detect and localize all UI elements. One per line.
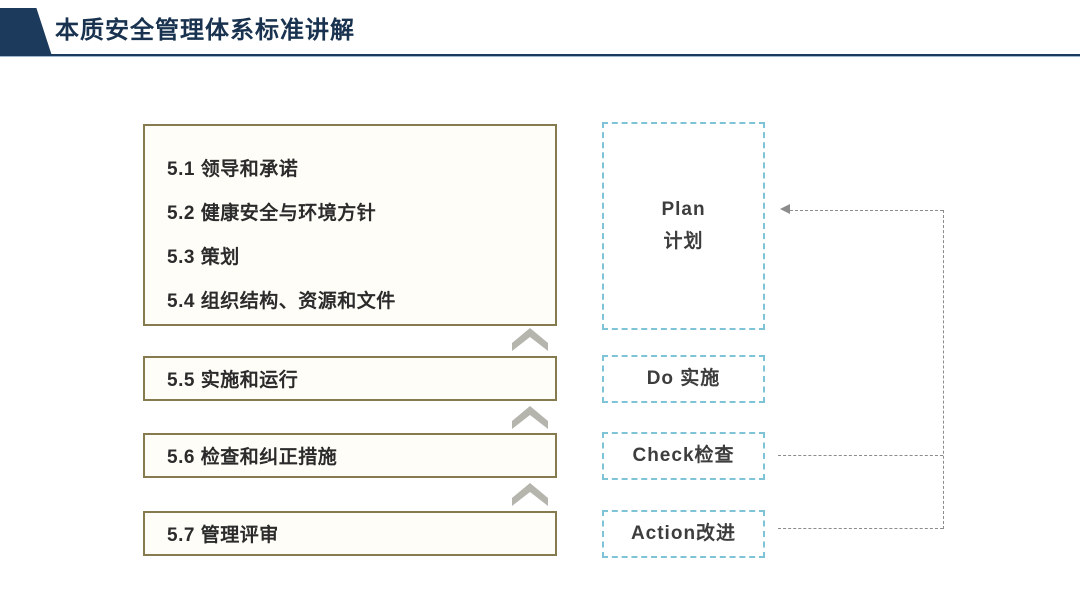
header-divider: [0, 54, 1080, 56]
clause-item-53: 5.3 策划: [167, 247, 240, 268]
clause-item-54: 5.4 组织结构、资源和文件: [167, 291, 396, 312]
header-accent-shape: [0, 8, 52, 56]
pdca-box-check: Check检查: [602, 432, 765, 480]
connector-right-vertical: [943, 210, 944, 529]
chevron-up-icon-1: [511, 326, 549, 352]
pdca-box-do: Do 实施: [602, 355, 765, 403]
page-title: 本质安全管理体系标准讲解: [55, 17, 355, 44]
pdca-plan-en: Plan: [661, 199, 706, 220]
pdca-plan-zh: 计划: [663, 231, 704, 252]
pdca-box-action: Action改进: [602, 510, 765, 558]
connector-action-horizontal: [778, 528, 943, 529]
clause-row-57: 5.7 管理评审: [143, 511, 557, 556]
pdca-do-label: Do 实施: [646, 368, 721, 389]
header-divider-light: [0, 56, 1080, 57]
connector-check-horizontal: [778, 455, 943, 456]
standard-clauses-box: 5.1 领导和承诺 5.2 健康安全与环境方针 5.3 策划 5.4 组织结构、…: [143, 124, 557, 326]
clause-row-56: 5.6 检查和纠正措施: [143, 433, 557, 478]
clause-row-57-label: 5.7 管理评审: [167, 525, 279, 546]
chevron-up-icon-2: [511, 404, 549, 430]
pdca-check-label: Check检查: [632, 445, 735, 466]
pdca-box-plan: Plan 计划: [602, 122, 765, 330]
clause-row-55: 5.5 实施和运行: [143, 356, 557, 401]
connector-arrowhead-icon: [780, 204, 790, 214]
clause-item-52: 5.2 健康安全与环境方针: [167, 203, 377, 224]
connector-top-horizontal: [790, 210, 943, 211]
clause-row-55-label: 5.5 实施和运行: [167, 370, 299, 391]
clause-item-51: 5.1 领导和承诺: [167, 159, 299, 180]
clause-row-56-label: 5.6 检查和纠正措施: [167, 447, 338, 468]
pdca-action-label: Action改进: [630, 523, 737, 544]
chevron-up-icon-3: [511, 481, 549, 507]
